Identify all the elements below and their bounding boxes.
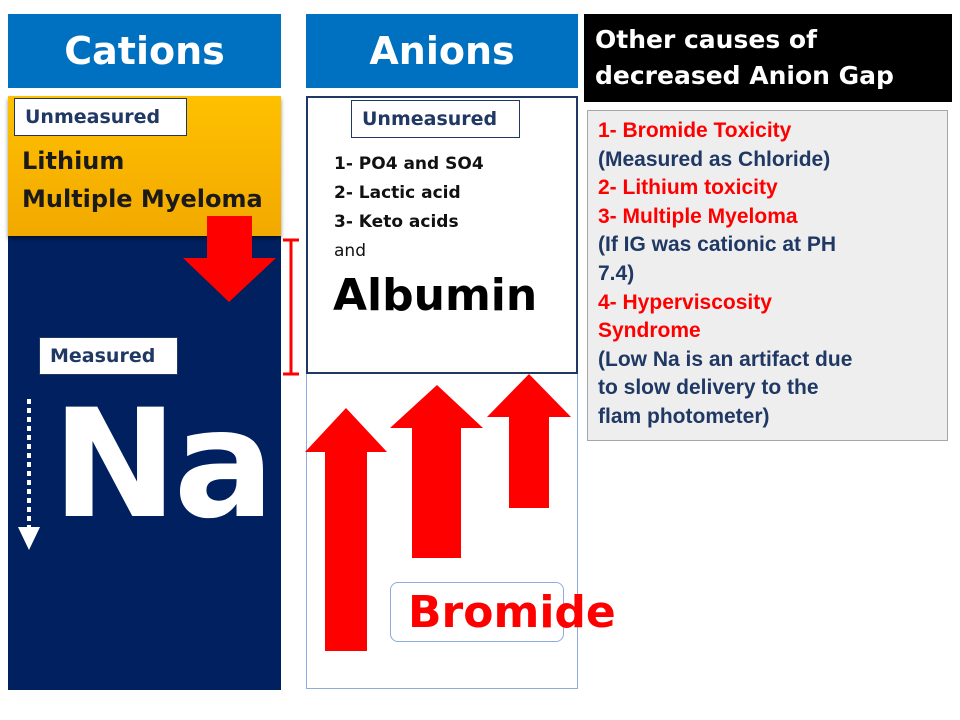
cause-number: 1-	[598, 119, 623, 142]
anion-item-lactic-acid: 2- Lactic acid	[334, 183, 461, 203]
albumin-label: Albumin	[333, 270, 538, 321]
cations-header: Cations	[8, 14, 281, 88]
anion-connector: and	[334, 241, 366, 261]
bromide-label-box	[390, 582, 564, 642]
cause-text: (Measured as Chloride)	[598, 147, 831, 171]
up-arrow-3-icon	[487, 374, 571, 508]
cause-line: (If IG was cationic at PH	[598, 231, 947, 260]
other-causes-list: 1- Bromide Toxicity (Measured as Chlorid…	[587, 110, 948, 441]
other-causes-header-line-1: Other causes of	[595, 25, 817, 54]
cause-text: Syndrome	[598, 319, 701, 343]
cation-item-lithium: Lithium	[22, 147, 125, 175]
bromide-label: Bromide	[408, 587, 616, 638]
unmeasured-anions-list: 1- PO4 and SO4 2- Lactic acid 3- Keto ac…	[334, 150, 574, 266]
cause-text: to slow delivery to the	[598, 376, 819, 400]
cause-line: 4- Hyperviscosity	[598, 289, 947, 318]
cause-line: 1- Bromide Toxicity	[598, 117, 947, 146]
cause-line: (Measured as Chloride)	[598, 146, 947, 175]
sodium-label: Na	[52, 378, 275, 552]
cause-line: 7.4)	[598, 260, 947, 289]
cause-line: flam photometer)	[598, 403, 947, 432]
down-arrow-icon	[183, 216, 276, 302]
cause-line: Syndrome	[598, 317, 947, 346]
cause-number: 2-	[598, 176, 623, 200]
cause-number: 4-	[598, 290, 623, 314]
unmeasured-anions-box	[306, 96, 578, 374]
anion-gap-bracket-icon	[283, 238, 299, 376]
anion-item-po4-so4: 1- PO4 and SO4	[334, 154, 484, 174]
up-arrow-2-icon	[390, 385, 483, 558]
cause-text: Bromide Toxicity	[622, 119, 792, 142]
cause-number: 3-	[598, 204, 623, 228]
sodium-decrease-arrowhead-icon	[18, 527, 40, 550]
cation-item-myeloma: Multiple Myeloma	[22, 185, 263, 213]
cause-line: to slow delivery to the	[598, 374, 947, 403]
cations-measured-tag: Measured	[39, 337, 178, 375]
cause-line: 2- Lithium toxicity	[598, 174, 947, 203]
other-causes-header-line-2: decreased Anion Gap	[595, 61, 894, 90]
cause-text: Hyperviscosity	[622, 290, 772, 314]
cause-text: 7.4)	[598, 261, 635, 285]
other-causes-header: Other causes of decreased Anion Gap	[584, 14, 952, 102]
cause-text: Multiple Myeloma	[622, 204, 798, 228]
cause-text: (Low Na is an artifact due	[598, 347, 853, 371]
anions-unmeasured-tag: Unmeasured	[351, 100, 520, 138]
cause-text: Lithium toxicity	[622, 176, 778, 200]
cause-text: flam photometer)	[598, 404, 770, 428]
cause-line: 3- Multiple Myeloma	[598, 203, 947, 232]
cations-unmeasured-tag: Unmeasured	[14, 98, 187, 136]
cause-text: (If IG was cationic at PH	[598, 233, 837, 257]
unmeasured-cations-list: Lithium Multiple Myeloma	[22, 142, 280, 218]
anions-header: Anions	[306, 14, 578, 88]
cause-line: (Low Na is an artifact due	[598, 346, 947, 375]
up-arrow-1-icon	[305, 408, 387, 651]
anion-item-keto-acids: 3- Keto acids	[334, 212, 459, 232]
